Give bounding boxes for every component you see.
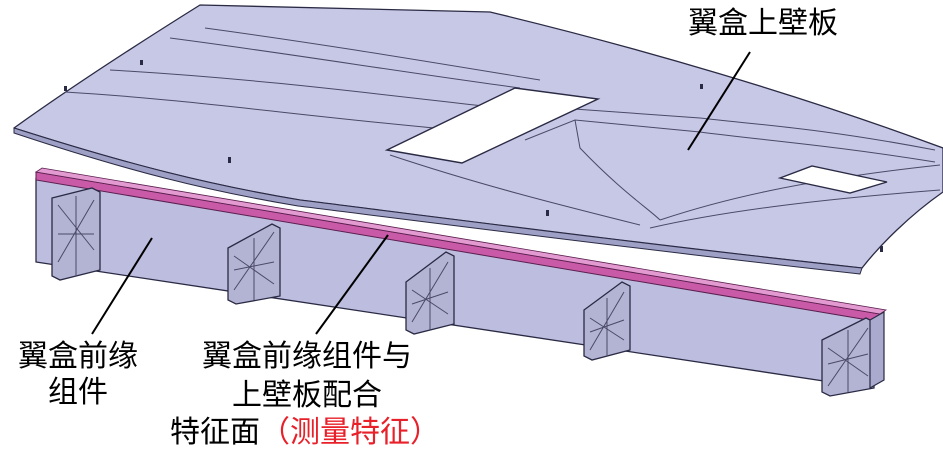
rib-bracket [405, 251, 455, 335]
label-mating-line1: 翼盒前缘组件与 [202, 339, 412, 374]
label-mating-line3: 特征面（测量特征） [170, 415, 440, 450]
panel-stiffener-line [659, 164, 941, 221]
upper-skin-panel [13, 4, 943, 275]
panel-stiffener-line [204, 27, 541, 81]
label-measurement-note: （测量特征） [260, 415, 440, 450]
panel-access-cutout-small [777, 165, 888, 194]
spar-end-cap [869, 310, 885, 390]
leader-upper-panel [687, 51, 751, 151]
panel-access-cutout-large [384, 87, 601, 164]
rib-bracket [51, 187, 101, 281]
leader-front-assembly [91, 237, 153, 335]
panel-pad-outline [574, 119, 661, 221]
leader-mating-feature [315, 234, 389, 335]
label-front-assembly-line2: 组件 [48, 375, 108, 410]
panel-edge-tabs [64, 60, 883, 252]
label-mating-feature-surface: 特征面 [170, 415, 260, 450]
panel-stiffener-line [169, 37, 521, 89]
rib-bracket [227, 223, 281, 305]
panel-stiffener-line [389, 154, 641, 226]
front-spar-assembly [34, 167, 888, 397]
label-mating-line2: 上壁板配合 [232, 378, 382, 413]
label-front-assembly-line1: 翼盒前缘 [18, 339, 138, 374]
panel-pad-outline [519, 107, 936, 151]
rib-bracket [583, 281, 631, 361]
label-upper-panel: 翼盒上壁板 [688, 6, 838, 41]
panel-stiffener-line [649, 189, 941, 229]
upper-panel-front-edge [13, 127, 863, 275]
panel-stiffener-line [64, 91, 481, 133]
panel-pad-outline [524, 119, 936, 163]
rib-bracket [821, 317, 875, 397]
panel-stiffener-line [109, 69, 501, 109]
